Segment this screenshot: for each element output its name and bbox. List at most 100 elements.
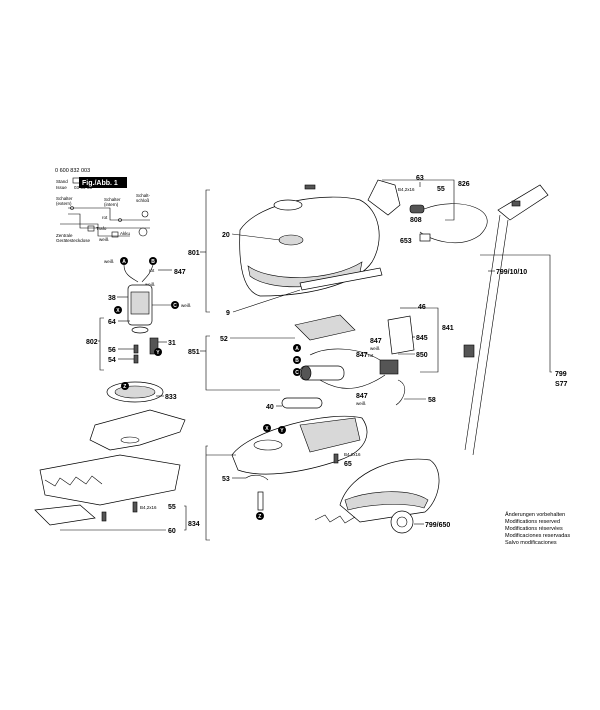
part-851: 851 bbox=[188, 349, 200, 356]
lower-housing: 40 X Y 53 Z B4,2x16 65 bbox=[205, 397, 368, 541]
tool-blade-teeth bbox=[314, 514, 356, 524]
callout-z-gear bbox=[121, 382, 129, 390]
callout-x bbox=[114, 306, 122, 314]
notice-it: Salvo modificaciones bbox=[505, 540, 557, 546]
blade-eccentric bbox=[120, 436, 140, 444]
motor-assembly: weiß A B rot weiß 38 X C weiß 64 56 54 3… bbox=[86, 257, 191, 371]
blade-assembly: B4,2x16 55 834 60 bbox=[34, 409, 200, 535]
gear-wheel: Z 833 bbox=[106, 381, 177, 403]
label-schaltschloss: Schalt-schloß bbox=[136, 193, 151, 203]
wiring-schematic: Schalter(extern) Schalter(intern) Schalt… bbox=[56, 193, 151, 243]
part-834: 834 bbox=[188, 521, 200, 528]
handle-switch bbox=[511, 200, 521, 207]
part-S77: S77 bbox=[555, 381, 568, 388]
label-trafo: Trafo bbox=[96, 226, 107, 231]
shaft-clamp bbox=[463, 344, 475, 358]
label-rot: rot bbox=[102, 215, 108, 220]
part-847-mid: 847 bbox=[356, 352, 368, 359]
document-number: 0 600 832 003 bbox=[55, 168, 91, 174]
wire-label-weiss-c: weiß bbox=[181, 303, 191, 308]
screw-65 bbox=[333, 453, 339, 464]
wire-path-3 bbox=[60, 223, 130, 237]
callout-c bbox=[171, 301, 179, 309]
stand-label: Stand bbox=[56, 179, 68, 184]
callout-y-base-text: Y bbox=[280, 428, 284, 434]
charger-plug-653 bbox=[419, 233, 431, 242]
wire-label-weiss-a: weiß bbox=[104, 259, 114, 264]
pin-31 bbox=[149, 337, 159, 355]
part-808: 808 bbox=[410, 217, 422, 224]
notice-en: Modifications reserved bbox=[505, 519, 561, 525]
tool-body bbox=[339, 458, 440, 523]
screw-56 bbox=[133, 344, 139, 354]
callout-c-mid-text: C bbox=[295, 370, 299, 376]
part-847-right: 847 bbox=[370, 338, 382, 345]
motor-icon bbox=[138, 227, 148, 237]
part-52: 52 bbox=[220, 336, 228, 343]
bracket-851 bbox=[205, 335, 280, 391]
callout-a-mid bbox=[293, 344, 301, 352]
part-799-650: 799/650 bbox=[425, 522, 450, 529]
stand-icon bbox=[72, 177, 81, 184]
part-58: 58 bbox=[428, 397, 436, 404]
callout-x-text: X bbox=[116, 308, 120, 314]
part-55-bottom: 55 bbox=[168, 504, 176, 511]
blade-teeth bbox=[44, 475, 103, 487]
transformer-icon bbox=[87, 225, 95, 232]
part-64: 64 bbox=[108, 319, 116, 326]
callout-y-left bbox=[154, 348, 162, 356]
part-38: 38 bbox=[108, 295, 116, 302]
label-schalter-intern: Schalter(intern) bbox=[104, 197, 121, 207]
part-845: 845 bbox=[416, 335, 428, 342]
lower-blade bbox=[39, 454, 181, 506]
callout-z-base-text: Z bbox=[258, 514, 261, 520]
part-826: 826 bbox=[458, 181, 470, 188]
handle-grip bbox=[497, 184, 549, 221]
part-799-10-10: 799/10/10 bbox=[496, 269, 527, 276]
callout-b-mid bbox=[293, 356, 301, 364]
wire-label-weiss-847: weiß bbox=[370, 346, 380, 351]
notice-de: Änderungen vorbehalten bbox=[505, 512, 566, 518]
part-9: 9 bbox=[226, 310, 230, 317]
callout-z-gear-text: Z bbox=[123, 384, 126, 390]
callout-y-base bbox=[278, 426, 286, 434]
callout-c-text: C bbox=[173, 303, 177, 309]
wire-label-weiss-mid: weiß bbox=[145, 282, 155, 287]
bracket-799 bbox=[480, 254, 552, 373]
part-31: 31 bbox=[168, 340, 176, 347]
part-20: 20 bbox=[222, 232, 230, 239]
strip-9 bbox=[299, 267, 383, 291]
leader-9 bbox=[232, 289, 301, 313]
part-841: 841 bbox=[442, 325, 454, 332]
bracket-lower bbox=[205, 445, 210, 541]
callout-x-base-text: X bbox=[265, 426, 269, 432]
part-55-top: 55 bbox=[437, 186, 445, 193]
part-54: 54 bbox=[108, 357, 116, 364]
part-850: 850 bbox=[416, 352, 428, 359]
part-56: 56 bbox=[108, 347, 116, 354]
control-board bbox=[387, 315, 415, 355]
notice-fr: Modifications réservées bbox=[505, 526, 563, 532]
callout-z-base bbox=[256, 512, 264, 520]
part-847-low: 847 bbox=[356, 393, 368, 400]
switch-contact-icon bbox=[118, 218, 122, 222]
power-cable bbox=[419, 203, 488, 243]
gear-seat bbox=[253, 439, 283, 451]
wire-58 bbox=[395, 379, 406, 406]
part-63: 63 bbox=[416, 175, 424, 182]
label-akku: Akku bbox=[120, 231, 131, 236]
plug-bracket bbox=[367, 179, 401, 216]
battery-compartment bbox=[299, 417, 361, 453]
switch-contact-icon bbox=[70, 206, 74, 210]
motor-winding bbox=[130, 291, 150, 315]
label-847-group: 847 bbox=[158, 269, 186, 276]
battery-icon bbox=[111, 231, 119, 238]
figure-label-box bbox=[79, 177, 127, 188]
blade-guard-60 bbox=[34, 504, 96, 526]
transformer-850 bbox=[379, 359, 399, 375]
part-833: 833 bbox=[165, 394, 177, 401]
part-847-top: 847 bbox=[174, 269, 186, 276]
issue-label: Issue bbox=[56, 185, 67, 190]
